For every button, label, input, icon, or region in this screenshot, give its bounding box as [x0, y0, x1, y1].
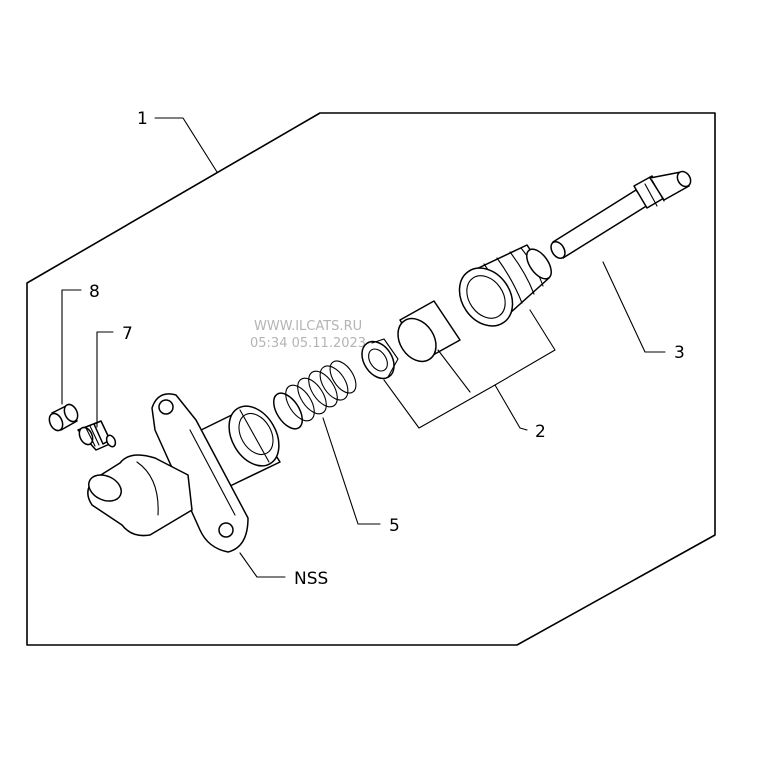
- leader-2-piston: [437, 349, 471, 393]
- push-rod-part-3: [550, 170, 692, 260]
- leader-1: [154, 117, 218, 173]
- leader-3: [602, 261, 666, 353]
- bleeder-screw-part-7: [77, 420, 117, 451]
- watermark-site: WWW.ILCATS.RU: [254, 319, 362, 334]
- cylinder-body: [87, 393, 281, 553]
- leader-5: [322, 417, 381, 525]
- assembly-outline: [26, 112, 716, 646]
- bleeder-cap-part-8: [48, 403, 79, 432]
- spring-part-5: [272, 360, 357, 430]
- callout-1: 1: [137, 109, 148, 129]
- piston-part-2: [397, 300, 461, 363]
- callout-7: 7: [122, 324, 133, 344]
- callout-8: 8: [89, 282, 100, 302]
- leader-8: [61, 289, 82, 405]
- callout-2: 2: [535, 422, 546, 442]
- watermark-timestamp: 05:34 05.11.2023: [250, 336, 366, 351]
- callout-5: 5: [389, 516, 400, 536]
- dust-boot-part-2: [458, 244, 552, 327]
- leader-2-seal: [383, 379, 528, 431]
- cup-seal-part-2: [361, 338, 399, 380]
- leader-7: [96, 331, 114, 428]
- leader-nss: [239, 552, 286, 578]
- callout-3: 3: [674, 343, 685, 363]
- leader-2-boot: [494, 309, 556, 386]
- callout-nss: NSS: [294, 569, 328, 589]
